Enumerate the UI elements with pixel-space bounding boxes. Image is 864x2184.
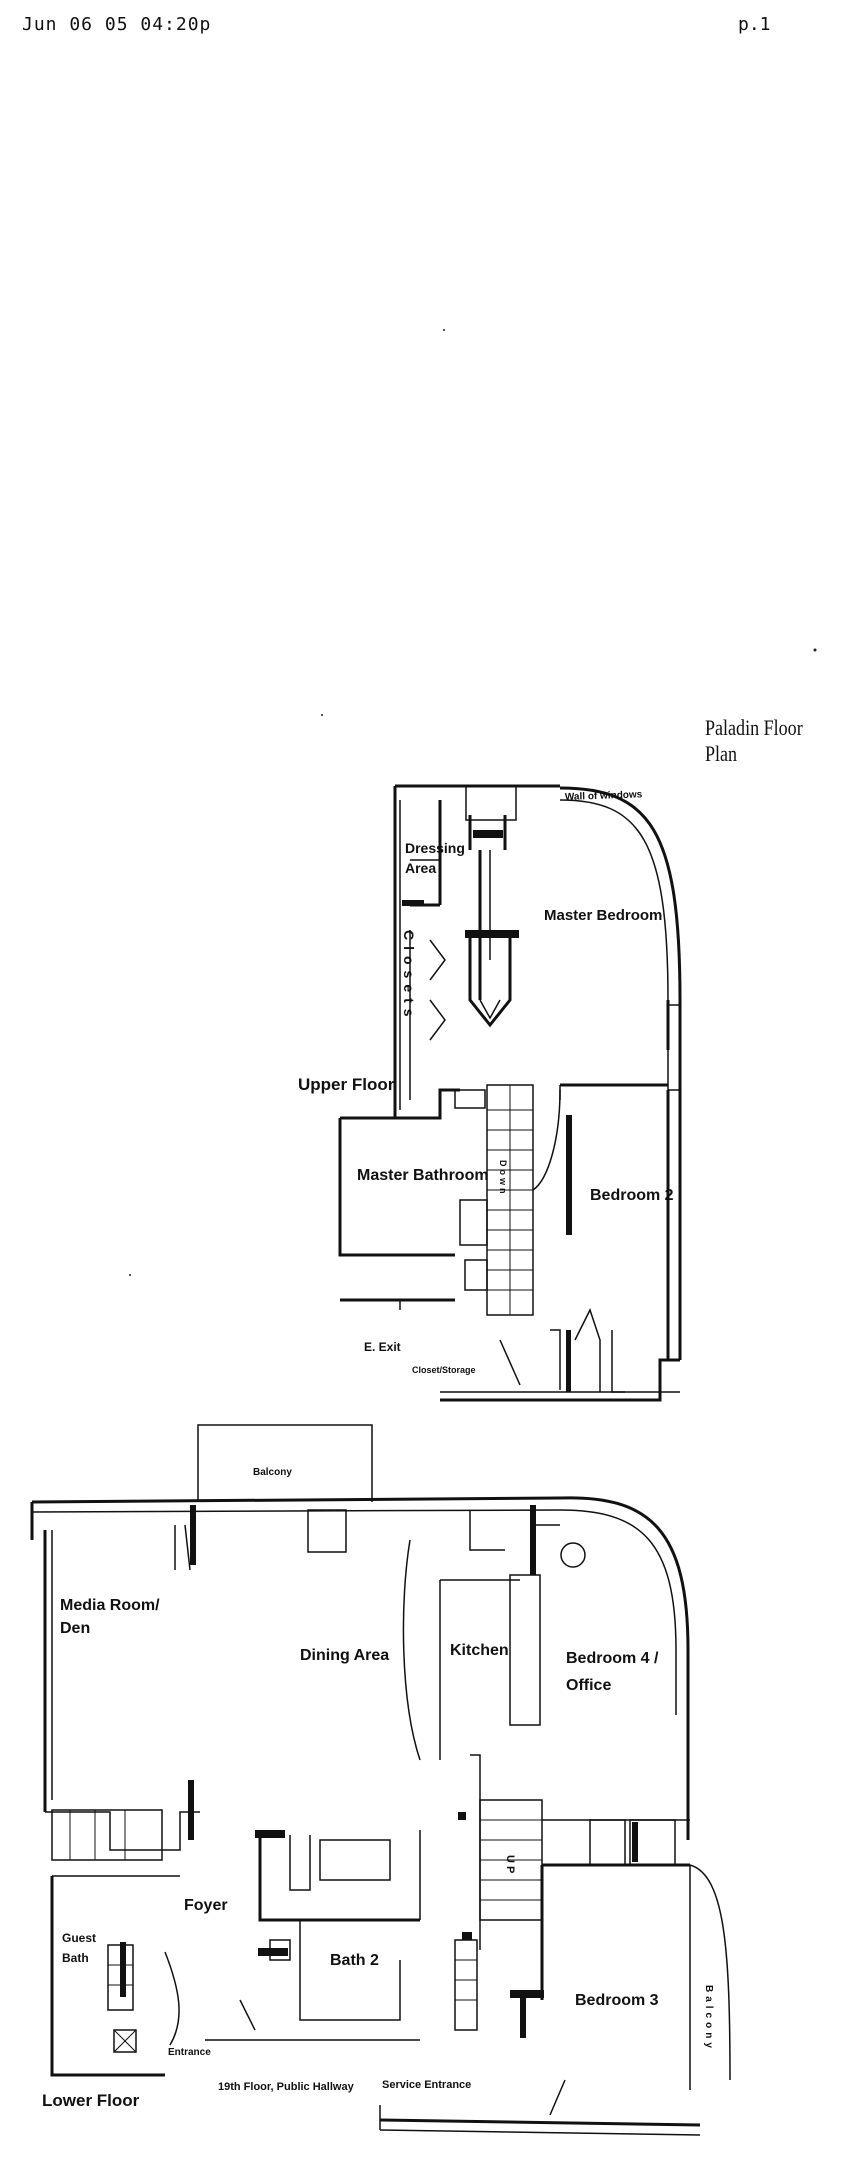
- bath-2-label: Bath 2: [330, 1952, 379, 1969]
- service-entrance-label: Service Entrance: [382, 2079, 471, 2091]
- bedroom-2-label: Bedroom 2: [590, 1187, 674, 1204]
- wall-of-windows-label: Wall of windows: [565, 789, 643, 803]
- media-room-label-line2: Den: [60, 1620, 90, 1637]
- stairs-up-label: UP: [504, 1855, 516, 1876]
- e-exit-label: E. Exit: [364, 1340, 401, 1354]
- bedroom-3-label: Bedroom 3: [575, 1992, 659, 2009]
- master-bedroom-label: Master Bedroom: [544, 907, 662, 924]
- balcony-label: Balcony: [253, 1467, 292, 1478]
- side-balcony-label: Balcony: [703, 1985, 714, 2052]
- dining-area-label: Dining Area: [300, 1647, 389, 1664]
- dressing-area-label-line2: Area: [405, 860, 436, 876]
- upper-floor-plan: [338, 784, 682, 1402]
- fax-page-number: p.1: [738, 14, 771, 35]
- foyer-label: Foyer: [184, 1897, 228, 1914]
- fax-date: Jun 06 05 04:20p: [22, 14, 212, 35]
- closet-storage-label: Closet/Storage: [412, 1365, 476, 1375]
- kitchen-label: Kitchen: [450, 1642, 509, 1659]
- closets-label: Closets: [401, 930, 417, 1023]
- dressing-area-label-line1: Dressing: [405, 840, 465, 856]
- bedroom-4-label-line2: Office: [566, 1677, 611, 1694]
- master-bathroom-label: Master Bathroom: [357, 1167, 489, 1184]
- guest-bath-label-line2: Bath: [62, 1951, 89, 1965]
- guest-bath-label-line1: Guest: [62, 1931, 96, 1945]
- upper-floor-label: Upper Floor: [298, 1075, 395, 1094]
- media-room-label-line1: Media Room/: [60, 1597, 160, 1614]
- public-hallway-label: 19th Floor, Public Hallway: [218, 2081, 355, 2093]
- lower-floor-plan: [30, 1424, 731, 2136]
- stairs-down-label: Down: [498, 1160, 508, 1197]
- entrance-label: Entrance: [168, 2047, 211, 2058]
- bedroom-4-label-line1: Bedroom 4 /: [566, 1650, 659, 1667]
- lower-floor-label: Lower Floor: [42, 2091, 140, 2110]
- plan-title: Paladin Floor Plan: [705, 715, 803, 766]
